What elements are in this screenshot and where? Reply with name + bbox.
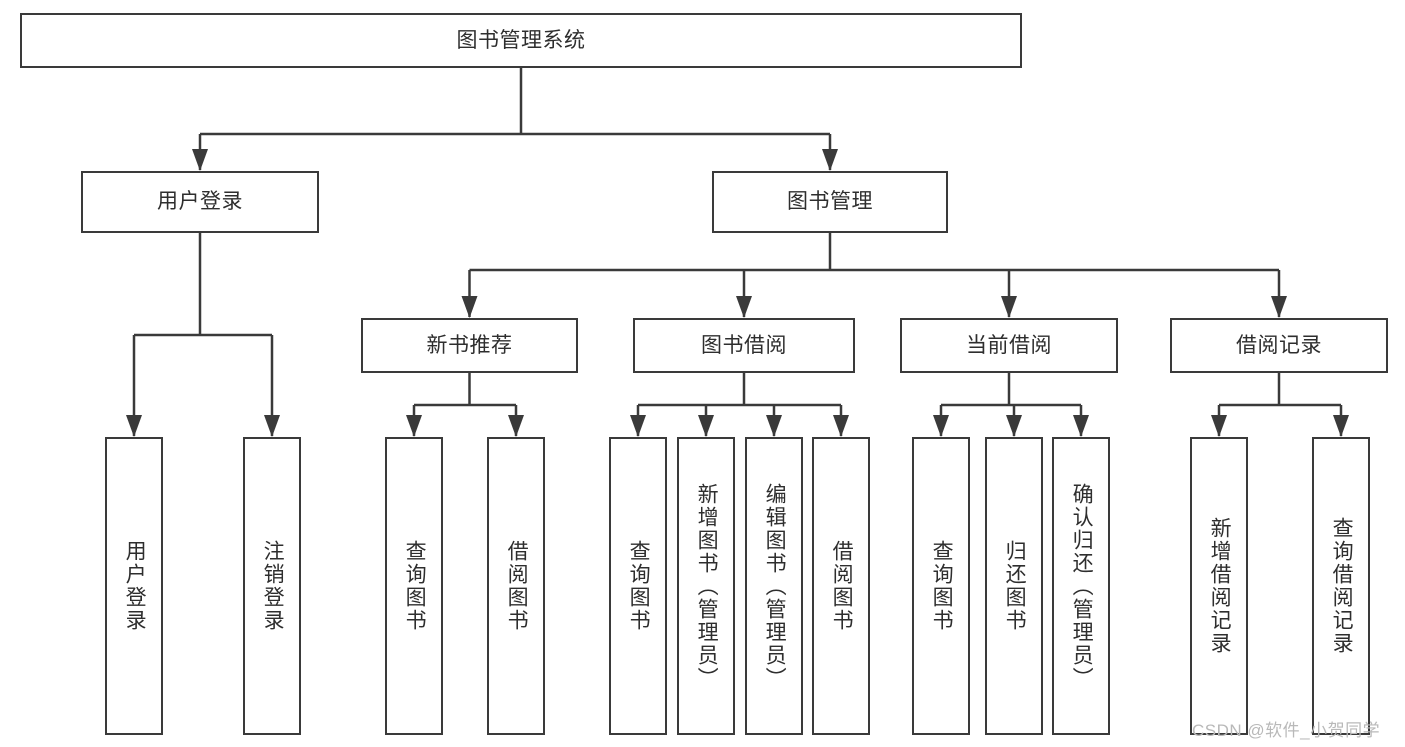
node-leaf-edit-book[interactable]: 编辑图书（管理员） xyxy=(745,437,803,735)
node-label-leaf-query-book-3: 查询图书 xyxy=(930,540,954,632)
node-book-manage[interactable]: 图书管理 xyxy=(712,171,948,233)
conn-new-book-rec-arrowhead-0 xyxy=(406,415,422,437)
node-label-borrow-record: 借阅记录 xyxy=(1236,333,1322,357)
conn-book-manage-arrowhead-1 xyxy=(736,296,752,318)
node-user-login[interactable]: 用户登录 xyxy=(81,171,319,233)
node-current-borrow[interactable]: 当前借阅 xyxy=(900,318,1118,373)
conn-book-manage-arrowhead-2 xyxy=(1001,296,1017,318)
node-label-leaf-query-record: 查询借阅记录 xyxy=(1330,517,1354,655)
conn-current-borrow-arrowhead-2 xyxy=(1073,415,1089,437)
node-leaf-add-record[interactable]: 新增借阅记录 xyxy=(1190,437,1248,735)
node-label-leaf-edit-book: 编辑图书（管理员） xyxy=(763,482,787,690)
conn-book-borrow-arrowhead-0 xyxy=(630,415,646,437)
node-leaf-confirm-return[interactable]: 确认归还（管理员） xyxy=(1052,437,1110,735)
conn-current-borrow-arrowhead-0 xyxy=(933,415,949,437)
node-leaf-user-logout[interactable]: 注销登录 xyxy=(243,437,301,735)
node-label-book-borrow: 图书借阅 xyxy=(701,333,787,357)
node-label-leaf-add-record: 新增借阅记录 xyxy=(1208,517,1232,655)
node-borrow-record[interactable]: 借阅记录 xyxy=(1170,318,1388,373)
conn-book-borrow-arrowhead-1 xyxy=(698,415,714,437)
conn-user-login-arrowhead-0 xyxy=(126,415,142,437)
node-label-user-login: 用户登录 xyxy=(157,190,243,214)
conn-borrow-record-arrowhead-0 xyxy=(1211,415,1227,437)
node-label-current-borrow: 当前借阅 xyxy=(966,333,1052,357)
node-label-leaf-return-book: 归还图书 xyxy=(1003,540,1027,632)
node-leaf-add-book[interactable]: 新增图书（管理员） xyxy=(677,437,735,735)
conn-book-manage-arrowhead-0 xyxy=(461,296,478,318)
node-label-leaf-user-logout: 注销登录 xyxy=(261,540,285,632)
node-leaf-borrow-book-2[interactable]: 借阅图书 xyxy=(812,437,870,735)
node-label-leaf-borrow-book-1: 借阅图书 xyxy=(505,540,529,632)
node-label-leaf-query-book-2: 查询图书 xyxy=(627,540,651,632)
conn-root-arrowhead-0 xyxy=(192,149,208,171)
node-label-leaf-borrow-book-2: 借阅图书 xyxy=(830,540,854,632)
node-leaf-user-login[interactable]: 用户登录 xyxy=(105,437,163,735)
node-label-leaf-user-login: 用户登录 xyxy=(123,540,147,632)
conn-borrow-record-arrowhead-1 xyxy=(1333,415,1349,437)
node-label-book-manage: 图书管理 xyxy=(787,190,873,214)
conn-user-login-arrowhead-1 xyxy=(264,415,280,437)
node-leaf-query-book-1[interactable]: 查询图书 xyxy=(385,437,443,735)
node-leaf-query-record[interactable]: 查询借阅记录 xyxy=(1312,437,1370,735)
node-new-book-rec[interactable]: 新书推荐 xyxy=(361,318,578,373)
conn-book-borrow-arrowhead-2 xyxy=(766,415,782,437)
conn-book-borrow-arrowhead-3 xyxy=(833,415,849,437)
conn-new-book-rec-arrowhead-1 xyxy=(508,415,524,437)
node-label-new-book-rec: 新书推荐 xyxy=(426,333,513,357)
node-label-leaf-confirm-return: 确认归还（管理员） xyxy=(1070,482,1094,690)
node-label-leaf-add-book: 新增图书（管理员） xyxy=(695,482,719,690)
node-book-borrow[interactable]: 图书借阅 xyxy=(633,318,855,373)
node-leaf-borrow-book-1[interactable]: 借阅图书 xyxy=(487,437,545,735)
node-root[interactable]: 图书管理系统 xyxy=(20,13,1022,68)
conn-book-manage-arrowhead-3 xyxy=(1271,296,1287,318)
node-leaf-return-book[interactable]: 归还图书 xyxy=(985,437,1043,735)
conn-root-arrowhead-1 xyxy=(822,149,838,171)
node-leaf-query-book-2[interactable]: 查询图书 xyxy=(609,437,667,735)
node-label-root: 图书管理系统 xyxy=(456,28,586,52)
conn-current-borrow-arrowhead-1 xyxy=(1006,415,1022,437)
node-label-leaf-query-book-1: 查询图书 xyxy=(403,540,427,632)
node-leaf-query-book-3[interactable]: 查询图书 xyxy=(912,437,970,735)
